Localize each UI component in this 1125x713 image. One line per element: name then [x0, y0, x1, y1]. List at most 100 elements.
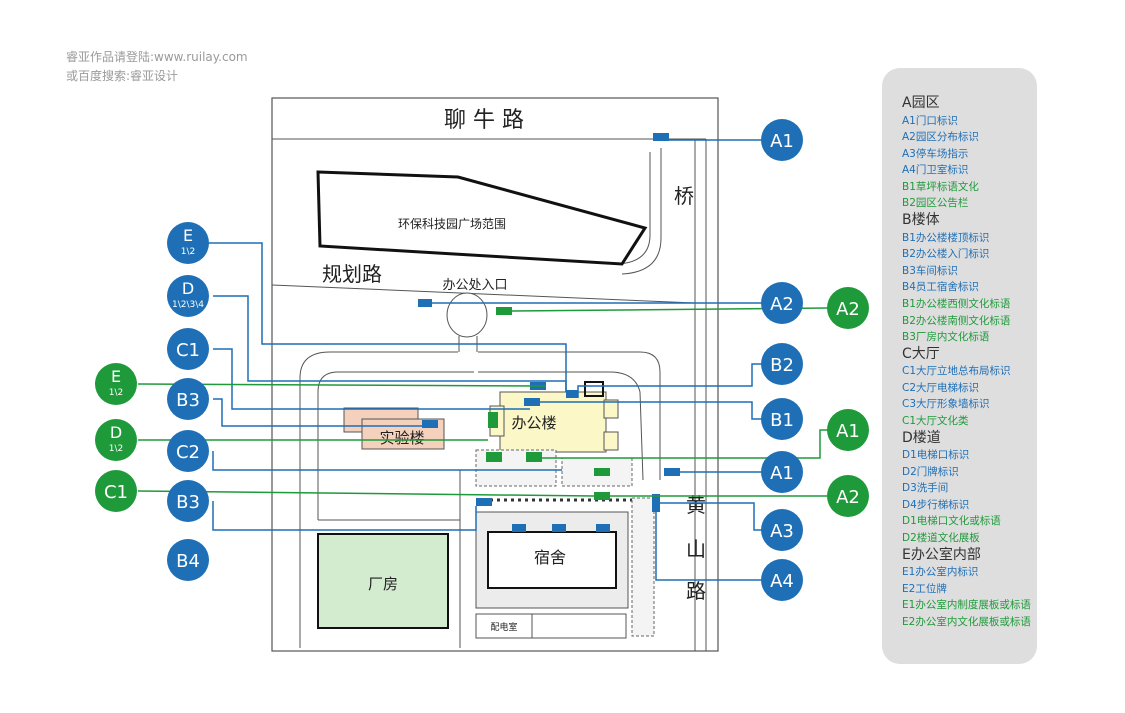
marker-label: B4 — [176, 551, 200, 572]
legend-item: B1办公楼楼顶标识 — [902, 231, 990, 244]
left-marker-b3-blue: B3 — [167, 378, 209, 420]
huangshan-road-char-1: 黄 — [686, 493, 706, 517]
marker-sublabel: 1\2 — [109, 388, 123, 398]
watermark-line-2: 或百度搜索:睿亚设计 — [66, 69, 179, 83]
office-building-label: 办公楼 — [511, 414, 556, 432]
sign-block — [594, 492, 610, 500]
sign-block — [496, 307, 512, 315]
marker-circle — [95, 363, 137, 405]
green-belt-road-side — [631, 497, 655, 637]
left-marker-e-green: E 1\2 — [95, 363, 137, 405]
legend-item: C1大厅立地总布局标识 — [902, 365, 1011, 378]
legend-heading: D楼道 — [902, 429, 941, 446]
marker-circle — [827, 475, 869, 517]
marker-label: A1 — [770, 131, 794, 152]
marker-label: E — [111, 367, 121, 386]
sign-block — [566, 390, 578, 398]
legend-item: B2办公楼入门标识 — [902, 248, 990, 261]
lab-building-label: 实验楼 — [379, 429, 424, 447]
sign-block — [652, 494, 660, 512]
legend-item: A4门卫室标识 — [902, 164, 969, 177]
marker-circle — [761, 559, 803, 601]
factory-label: 厂房 — [368, 575, 398, 593]
right-marker-a3-blue: A3 — [761, 509, 803, 551]
legend-item: D1电梯口标识 — [902, 449, 970, 462]
marker-label: B3 — [176, 492, 200, 513]
marker-sublabel: 1\2 — [109, 444, 123, 454]
dormitory-label: 宿舍 — [534, 548, 566, 567]
office-entrance-label: 办公处入口 — [442, 278, 507, 293]
marker-label: A2 — [836, 299, 860, 320]
sign-block — [524, 398, 540, 406]
right-marker-b2-blue: B2 — [761, 343, 803, 385]
power-room-label: 配电室 — [490, 621, 517, 633]
legend-item: D2门牌标识 — [902, 465, 959, 478]
marker-label: C2 — [176, 442, 200, 463]
road-north-label: 聊 牛 路 — [444, 108, 524, 133]
legend-item: B1办公楼西侧文化标语 — [902, 297, 1011, 310]
marker-label: D — [110, 423, 122, 442]
plaza-label: 环保科技园广场范围 — [398, 217, 506, 231]
sign-block — [418, 299, 432, 307]
marker-circle — [761, 451, 803, 493]
leader-line — [577, 363, 762, 398]
power-room-row — [475, 613, 627, 639]
sign-block — [664, 468, 680, 476]
huangshan-road-char-2: 山 — [686, 537, 706, 561]
marker-circle — [167, 539, 209, 581]
legend-item: E1办公室内标识 — [902, 566, 979, 579]
legend-item: D3洗手间 — [902, 482, 949, 495]
leader-line — [212, 451, 562, 471]
legend-item: A2园区分布标识 — [902, 131, 979, 144]
planning-road-edge — [271, 284, 696, 304]
marker-label: B1 — [770, 410, 794, 431]
marker-circle — [95, 419, 137, 461]
marker-label: B2 — [770, 355, 794, 376]
left-marker-c1-blue: C1 — [167, 328, 209, 370]
sign-block — [422, 420, 438, 428]
marker-sublabel: 1\2 — [181, 247, 195, 257]
leader-line — [542, 429, 828, 459]
office-building-stair-2 — [603, 431, 619, 451]
marker-circle — [761, 398, 803, 440]
leader-line — [660, 502, 762, 531]
marker-circle — [761, 282, 803, 324]
sign-block — [552, 524, 566, 532]
marker-circle — [761, 509, 803, 551]
left-marker-e-blue: E1\2 — [167, 222, 209, 264]
marker-label: A4 — [770, 571, 794, 592]
sign-block — [526, 452, 542, 462]
legend-item: A1门口标识 — [902, 114, 958, 127]
legend-item: D4步行梯标识 — [902, 498, 970, 511]
planning-road-label: 规划路 — [322, 262, 382, 286]
sign-block — [488, 412, 498, 428]
right-marker-a2-green: A2 — [827, 287, 869, 329]
marker-circle — [827, 409, 869, 451]
sign-block — [512, 524, 526, 532]
sign-block — [596, 524, 610, 532]
leader-lines — [137, 139, 829, 581]
marker-circle — [167, 480, 209, 522]
legend-item: B3厂房内文化标语 — [902, 331, 990, 344]
marker-circle — [761, 343, 803, 385]
marker-sublabel: 1\2\3\4 — [172, 300, 204, 310]
marker-circle — [95, 470, 137, 512]
leader-line — [213, 295, 567, 392]
sign-block — [486, 452, 502, 462]
leader-line — [137, 383, 547, 387]
office-building-roof-box — [584, 381, 604, 397]
inner-road-west-outer — [299, 351, 458, 648]
dormitory-building — [487, 531, 617, 589]
marker-label: A1 — [770, 463, 794, 484]
marker-label: C1 — [104, 482, 128, 503]
marker-label: D — [182, 279, 194, 298]
inner-road-east-inner — [478, 371, 644, 481]
right-marker-a1-blue: A1 — [761, 451, 803, 493]
legend-item: C2大厅电梯标识 — [902, 381, 980, 394]
right-marker-a2-blue: A2 — [761, 282, 803, 324]
inner-road-east-outer — [478, 351, 661, 480]
